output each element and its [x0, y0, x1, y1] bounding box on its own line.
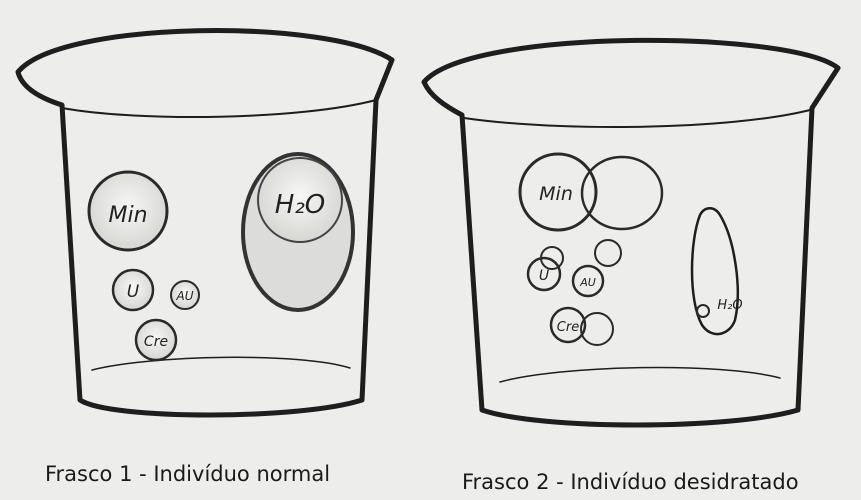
flask-1-mineral-particle: Min	[89, 172, 167, 250]
flask-1-rim-line	[62, 100, 376, 117]
flask-2-mineral-label: Min	[539, 183, 573, 205]
flask-1-urea-label: U	[127, 282, 140, 302]
flask-2-water-label: H₂O	[717, 298, 742, 313]
flask-2-rim-line	[464, 110, 810, 127]
flask-1-creatinine-particle: Cre	[136, 320, 176, 360]
flask-1-creatinine-label: Cre	[144, 334, 168, 350]
flask-1-uric-acid-particle: AU	[171, 281, 199, 309]
flask-1-base-line	[92, 357, 350, 370]
flask-2: Min H₂O U AU Cre	[424, 40, 838, 425]
flask-2-mineral-particle: Min	[520, 154, 662, 230]
flask-2-base-line	[500, 367, 780, 382]
flask-1-urea-particle: U	[113, 270, 153, 310]
flask-1-mineral-label: Min	[108, 203, 147, 228]
flask-1: Min H₂O U AU Cre	[18, 31, 392, 415]
flask-2-caption: Frasco 2 - Indivíduo desidratado	[462, 470, 799, 494]
flask-1-caption: Frasco 1 - Indivíduo normal	[45, 462, 330, 486]
flask-1-uric-acid-label: AU	[176, 289, 194, 303]
flask-1-water-label: H₂O	[275, 190, 325, 220]
flask-2-urea-label: U	[539, 268, 549, 284]
flask-2-urea-particle: U	[528, 247, 563, 290]
flask-2-creatinine-particle: Cre	[551, 308, 613, 345]
flask-2-water-particle: H₂O	[692, 208, 743, 334]
flask-2-creatinine-label: Cre	[557, 320, 579, 335]
flask-1-water-particle: H₂O	[243, 154, 353, 310]
flask-2-uric-acid-particle: AU	[573, 240, 621, 296]
flask-2-uric-acid-label: AU	[579, 276, 596, 289]
